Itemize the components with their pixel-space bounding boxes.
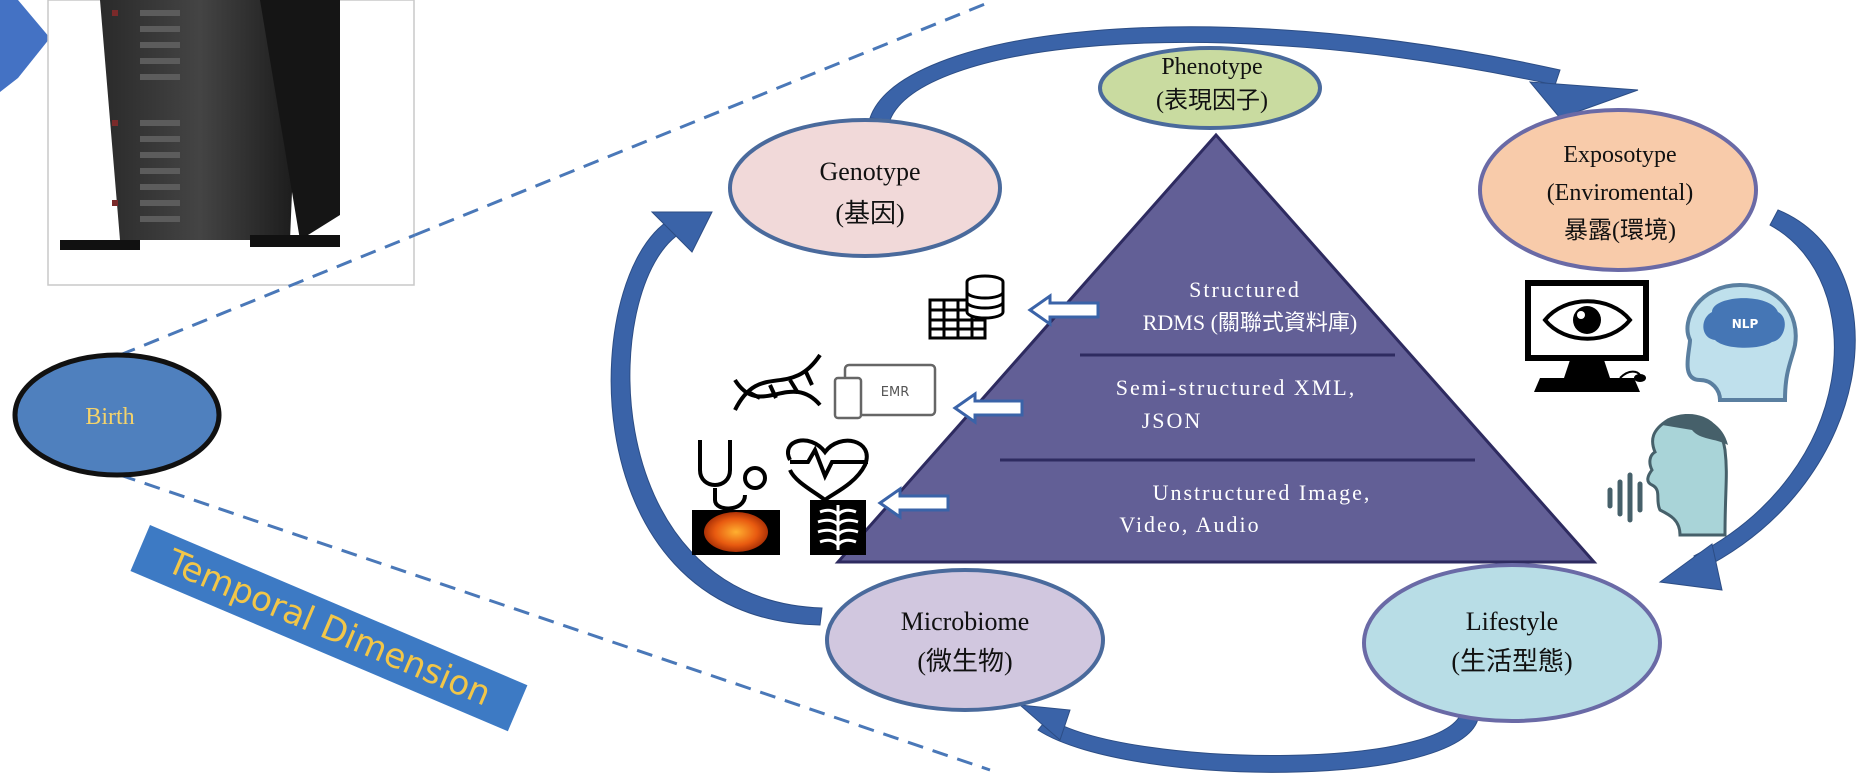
temporal-dimension-label: Temporal Dimension — [160, 541, 496, 714]
retina-photo-icon — [692, 510, 780, 555]
heart-pulse-icon — [786, 438, 869, 503]
data-pyramid: Structured RDMS (關聯式資料庫) Semi-structured… — [834, 132, 1598, 564]
left-arrow-stub — [0, 0, 50, 92]
arrow-lifestyle-to-microbiome — [1037, 704, 1480, 773]
server-panel — [0, 0, 415, 286]
emr-label: EMR — [881, 385, 909, 400]
birth-node: Birth — [12, 352, 222, 478]
genotype-line1: Genotype — [819, 157, 920, 186]
monitor-eye-icon — [1525, 280, 1649, 392]
lifestyle-node: Lifestyle (生活型態) — [1362, 563, 1662, 723]
nlp-label: NLP — [1732, 317, 1759, 331]
tier2-line2: JSON — [1142, 408, 1203, 433]
arrow-microbiome-to-genotype — [610, 214, 823, 626]
emr-icon: EMR — [833, 363, 937, 420]
arrowhead-exposotype — [1528, 81, 1639, 119]
pointer-arrow-structured — [1027, 293, 1100, 327]
pointer-arrow-semistructured — [952, 391, 1024, 425]
dna-icon — [733, 353, 822, 411]
exposotype-line1: Exposotype — [1563, 142, 1676, 168]
microbiome-line1: Microbiome — [901, 607, 1030, 636]
arrowhead-lifestyle — [1658, 543, 1723, 591]
phenotype-line2: (表現因子) — [1156, 87, 1268, 114]
genotype-node: Genotype (基因) — [728, 118, 1002, 258]
tier2-line1: Semi-structured XML, — [1116, 375, 1356, 400]
exposotype-line2: (Enviromental) — [1547, 180, 1694, 206]
arrow-genotype-to-exposotype — [869, 26, 1561, 121]
tier3-line2: Video, Audio — [1119, 512, 1260, 537]
voice-head-icon — [1607, 413, 1728, 537]
temporal-cone-lines — [119, 0, 991, 772]
pointer-arrow-unstructured — [877, 486, 950, 520]
database-table-icon — [928, 274, 1005, 340]
phenotype-node: Phenotype (表現因子) — [1098, 46, 1322, 130]
tier3-line1: Unstructured Image, — [1153, 480, 1372, 505]
phenotype-line1: Phenotype — [1161, 54, 1262, 80]
arrowhead-microbiome — [1018, 704, 1071, 741]
stethoscope-icon — [698, 440, 767, 511]
pyramid-pointer-arrows — [877, 293, 1100, 520]
nlp-head-icon: NLP — [1685, 282, 1798, 402]
exposotype-line3: 暴露(環境) — [1564, 217, 1676, 244]
birth-label: Birth — [85, 404, 134, 430]
tier1-line2: RDMS (關聯式資料庫) — [1143, 310, 1358, 335]
microbiome-line2: (微生物) — [917, 647, 1012, 676]
lifestyle-line2: (生活型態) — [1451, 647, 1572, 676]
server-image — [60, 0, 340, 250]
genotype-line2: (基因) — [835, 199, 904, 228]
arrowhead-genotype — [650, 211, 713, 253]
cycle-arrows — [610, 26, 1856, 773]
tier1-line1: Structured — [1189, 277, 1301, 302]
microbiome-node: Microbiome (微生物) — [825, 568, 1105, 712]
temporal-dimension-band: Temporal Dimension — [130, 525, 528, 732]
xray-icon — [810, 500, 866, 555]
exposotype-node: Exposotype (Enviromental) 暴露(環境) — [1478, 108, 1758, 272]
lifestyle-line1: Lifestyle — [1466, 607, 1558, 636]
